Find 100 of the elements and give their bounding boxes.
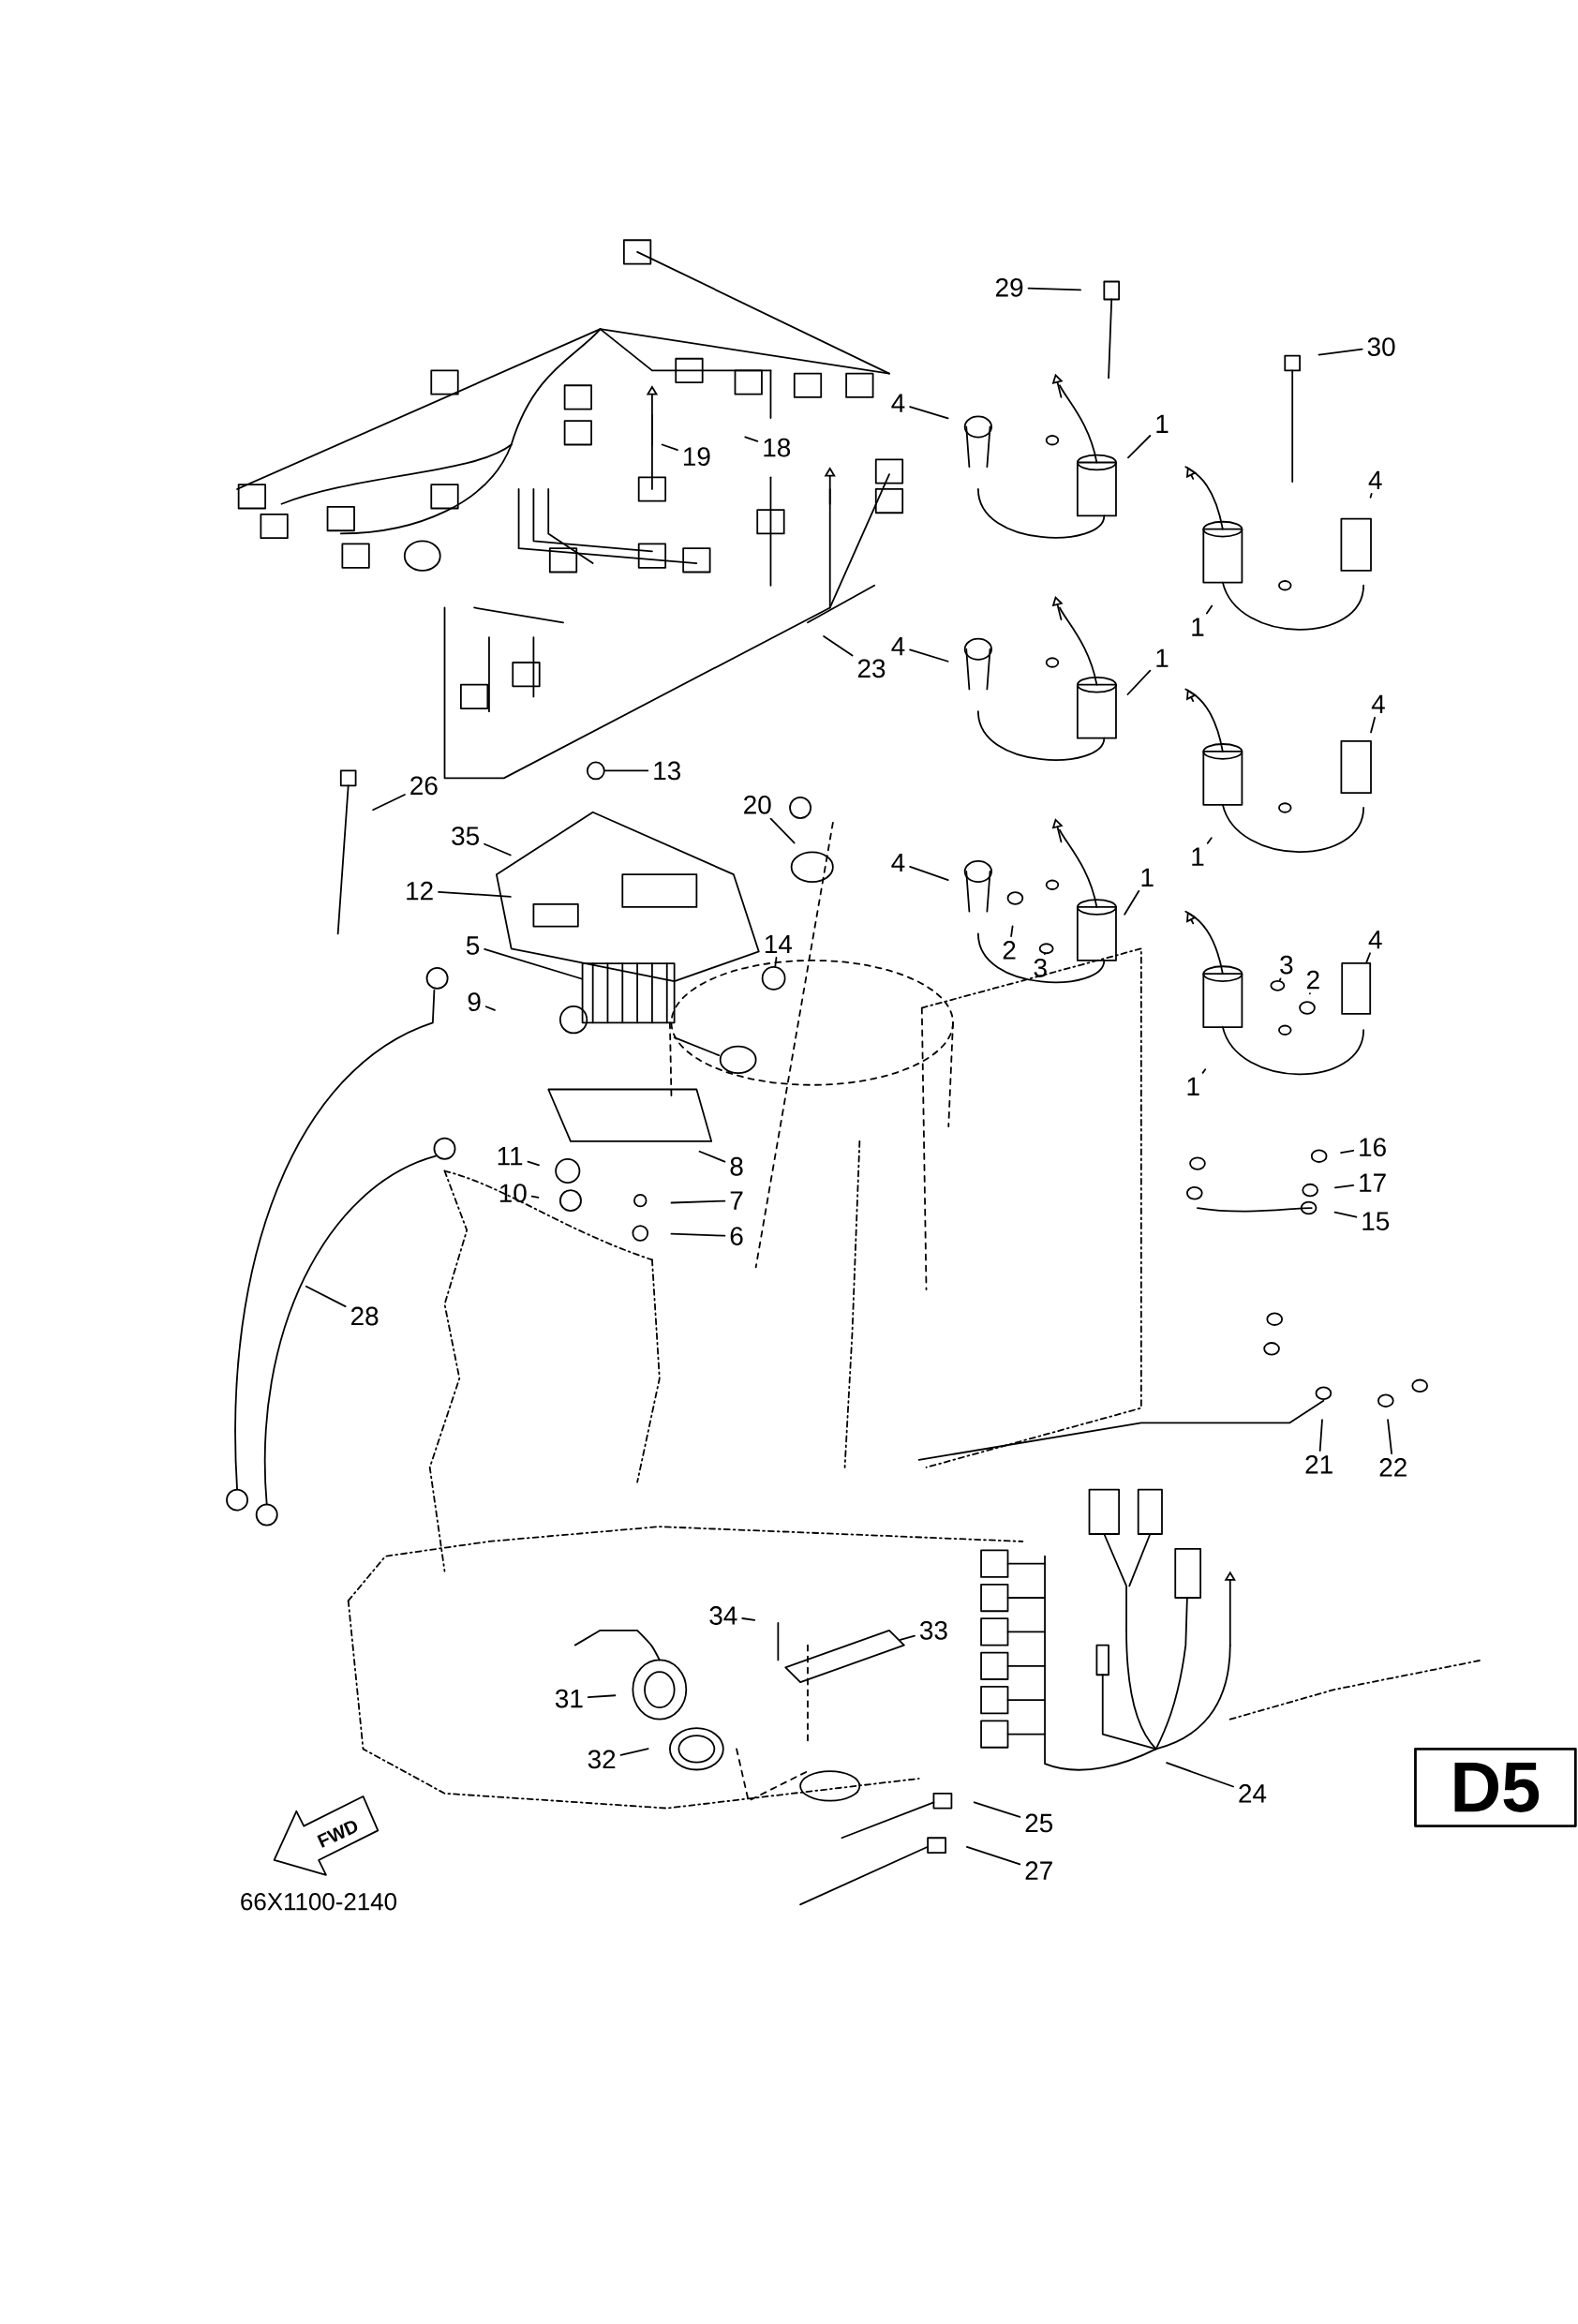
callout-number: 21 — [1305, 1454, 1332, 1474]
callout-number: 10 — [499, 1184, 527, 1203]
leader-line — [1317, 348, 1363, 356]
regulator-drawing — [581, 962, 676, 1024]
leader-line — [1386, 1419, 1392, 1455]
callout-number: 32 — [588, 1750, 616, 1769]
callout-number: 17 — [1360, 1173, 1386, 1192]
leader-line — [670, 1199, 726, 1204]
leader-line — [437, 891, 512, 898]
callout-number: 20 — [743, 795, 771, 814]
callout-number: 26 — [410, 776, 438, 796]
callout-number: 23 — [857, 659, 886, 678]
callout-number: 2 — [1306, 970, 1319, 990]
leader-line — [1333, 1184, 1354, 1189]
callout-number: 3 — [1279, 955, 1293, 975]
callout-number: 28 — [350, 1306, 379, 1326]
callout-number: 6 — [730, 1227, 743, 1245]
callout-number: 1 — [1156, 648, 1169, 667]
callout-number: 3 — [1034, 958, 1047, 977]
callout-number: 27 — [1025, 1861, 1052, 1880]
callout-number: 2 — [1003, 941, 1016, 960]
leader-line — [1010, 925, 1014, 938]
callout-number: 4 — [891, 637, 905, 656]
leader-line — [1333, 1211, 1358, 1218]
leader-line — [1165, 1762, 1234, 1788]
callout-number: 4 — [891, 394, 905, 412]
callout-number: 31 — [555, 1689, 583, 1708]
leader-line — [1206, 837, 1213, 844]
callout-number: 25 — [1025, 1813, 1052, 1833]
leader-line — [1369, 716, 1376, 734]
leader-line — [1205, 604, 1213, 615]
callout-number: 5 — [466, 936, 479, 955]
leader-line — [822, 635, 854, 657]
callout-number: 4 — [891, 853, 905, 872]
washer — [1270, 979, 1286, 991]
callout-number: 4 — [1368, 931, 1382, 949]
callout-number: 1 — [1156, 414, 1169, 433]
leader-line — [698, 1150, 726, 1163]
leader-line — [372, 794, 406, 812]
callout-number: 24 — [1239, 1784, 1266, 1803]
leader-line — [1043, 953, 1046, 955]
leader-line — [603, 769, 648, 772]
callout-number: 14 — [765, 934, 792, 954]
leader-line — [1318, 1419, 1323, 1452]
screw — [586, 761, 605, 781]
callout-number: 4 — [1368, 470, 1382, 490]
leader-line — [670, 1232, 726, 1237]
leader-line — [909, 648, 949, 663]
leader-line — [1201, 1068, 1206, 1074]
leader-line — [1369, 493, 1373, 499]
leader-line — [909, 406, 949, 420]
callout-number: 22 — [1379, 1458, 1407, 1477]
leader-line — [774, 957, 778, 967]
callout-number: 7 — [730, 1191, 743, 1210]
callout-number: 13 — [654, 761, 680, 781]
callout-number: 30 — [1367, 337, 1395, 356]
callout-number: 16 — [1360, 1138, 1386, 1157]
leader-line — [1126, 435, 1152, 459]
leader-line — [1339, 1149, 1354, 1154]
leader-line — [1278, 977, 1282, 982]
callout-number: 29 — [995, 277, 1023, 297]
leader-line — [530, 1195, 540, 1199]
callout-number: 1 — [1192, 618, 1204, 636]
leader-line — [1126, 669, 1152, 695]
washer — [1038, 943, 1054, 955]
leader-line — [1027, 287, 1081, 291]
leader-line — [661, 443, 678, 451]
callout-number: 34 — [709, 1606, 737, 1625]
callout-number: 1 — [1141, 868, 1154, 886]
leader-line — [484, 1006, 496, 1011]
leader-line — [483, 842, 512, 857]
clip — [761, 966, 786, 991]
callout-number: 33 — [919, 1620, 947, 1640]
leader-line — [741, 1617, 755, 1621]
callout-number: 1 — [1192, 847, 1204, 866]
leader-line — [1124, 889, 1140, 916]
callout-number: 18 — [764, 438, 790, 457]
callout-number: 35 — [451, 827, 479, 845]
callout-number: 12 — [407, 881, 433, 901]
callout-number: 4 — [1371, 694, 1385, 713]
leader-line — [305, 1285, 347, 1307]
leader-line — [769, 817, 796, 844]
leader-line — [744, 436, 759, 442]
leader-line — [899, 1634, 916, 1641]
leader-line — [909, 866, 949, 881]
callout-number: 9 — [468, 992, 481, 1012]
leader-line — [965, 1846, 1020, 1866]
callout-number: 19 — [683, 447, 710, 467]
callout-number: 15 — [1362, 1212, 1389, 1231]
leader-line — [619, 1748, 649, 1756]
plug-cap — [1341, 962, 1371, 1015]
leader-line — [527, 1160, 540, 1167]
leader-line — [484, 948, 583, 980]
callout-number: 1 — [1187, 1077, 1199, 1095]
leader-line — [1365, 952, 1371, 963]
leader-line — [587, 1694, 617, 1699]
leader-line — [973, 1801, 1020, 1818]
callout-number: 8 — [730, 1156, 743, 1176]
page-code-box: D5 — [1413, 1747, 1577, 1827]
leader-line — [1308, 992, 1311, 995]
